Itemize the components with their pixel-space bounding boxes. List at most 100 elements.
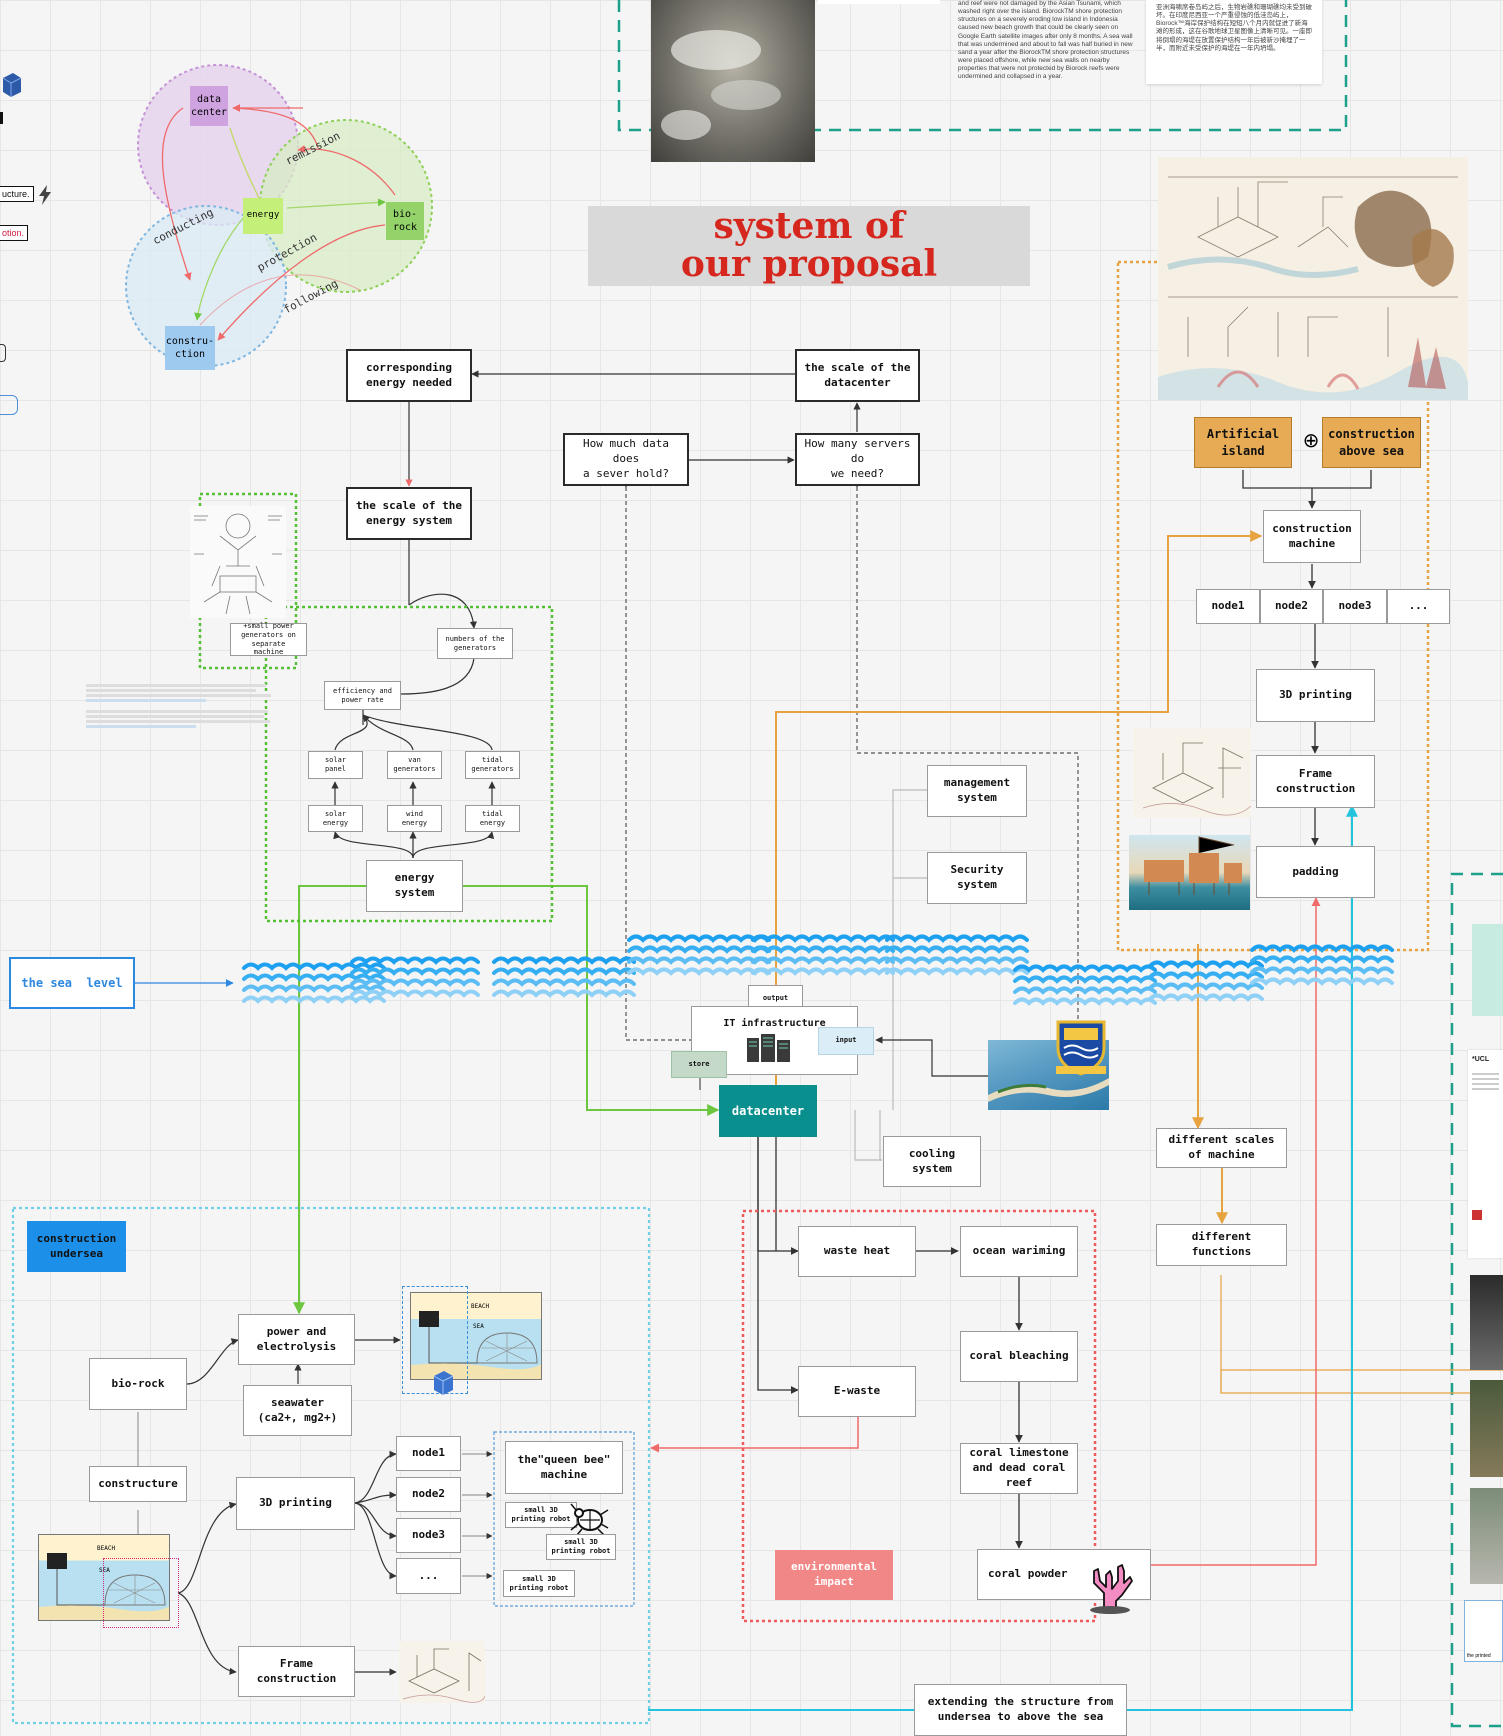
printed-label: the printed	[1467, 1653, 1491, 1659]
environmental-impact-label[interactable]: environmental impact	[775, 1550, 893, 1600]
wave-line	[350, 967, 480, 976]
power-electrolysis-box[interactable]: power and electrolysis	[238, 1314, 355, 1365]
wave-line	[1148, 971, 1264, 980]
artificial-island-box[interactable]: Artificial island	[1194, 417, 1292, 468]
wave-line	[751, 967, 895, 976]
undersea-frame-sketch	[399, 1641, 485, 1703]
island-3d-printing-box[interactable]: 3D printing	[1256, 669, 1375, 722]
tidal-generators-box[interactable]: tidal generators	[465, 751, 520, 779]
energy-notes-rule-8	[86, 725, 196, 728]
wave-line	[492, 978, 636, 987]
different-functions-box[interactable]: different functions	[1156, 1224, 1287, 1266]
corresponding-energy-box[interactable]: corresponding energy needed	[346, 349, 472, 402]
machine-sketch-1	[190, 506, 286, 618]
waste-heat-box[interactable]: waste heat	[798, 1226, 916, 1277]
robot-box-2[interactable]: small 3D printing robot	[546, 1534, 616, 1560]
island-node-3[interactable]: node3	[1323, 589, 1387, 624]
island-node-2[interactable]: node2	[1260, 589, 1323, 624]
undersea-node-2[interactable]: node2	[396, 1477, 461, 1512]
wave-line	[1250, 944, 1394, 953]
wave-line	[885, 934, 1029, 943]
constructure-box[interactable]: constructure	[89, 1466, 187, 1502]
sea-level-label[interactable]: the sea level	[9, 957, 135, 1009]
how-many-servers-box[interactable]: How many servers do we need?	[795, 433, 920, 486]
wave-line	[350, 956, 480, 965]
undersea-node-3[interactable]: node3	[396, 1518, 461, 1553]
queen-bee-box[interactable]: the"queen bee" machine	[505, 1441, 623, 1494]
undersea-bio-rock-box[interactable]: bio-rock	[89, 1358, 187, 1410]
robot-box-3[interactable]: small 3D printing robot	[503, 1570, 575, 1597]
wave-line	[1148, 960, 1264, 969]
cube-icon	[0, 70, 22, 98]
frame-sketch-image	[1133, 728, 1251, 818]
construction-machine-box[interactable]: construction machine	[1263, 510, 1361, 563]
wave-line	[242, 973, 386, 982]
solar-energy-box[interactable]: solar energy	[308, 805, 363, 832]
efficiency-box[interactable]: efficiency and power rate	[324, 681, 401, 710]
offshore-platform-photo	[1129, 835, 1250, 910]
wave-line	[627, 945, 771, 954]
wave-line	[751, 934, 895, 943]
server-rack-icon	[745, 1030, 793, 1066]
biorock-text-en: and reef were not damaged by the Asian T…	[958, 0, 1133, 81]
management-system-box[interactable]: management system	[927, 765, 1027, 817]
seawater-box[interactable]: seawater (ca2+, mg2+)	[243, 1385, 352, 1436]
coral-limestone-box[interactable]: coral limestone and dead coral reef	[960, 1443, 1078, 1494]
cooling-system-box[interactable]: cooling system	[883, 1136, 981, 1187]
wave-line	[242, 962, 386, 971]
sea-label-bottom: SEA	[99, 1567, 110, 1574]
security-system-box[interactable]: Security system	[927, 852, 1027, 904]
how-much-data-box[interactable]: How much data does a sever hold?	[563, 433, 689, 486]
small-generators-box[interactable]: +small power generators on separate mach…	[230, 622, 307, 656]
ocean-warming-box[interactable]: ocean wariming	[960, 1226, 1078, 1277]
venn-energy[interactable]: energy	[243, 198, 283, 234]
venn-construction[interactable]: constru- ction	[165, 326, 215, 370]
solar-panel-box[interactable]: solar panel	[308, 751, 363, 779]
right-edge-doc: *UCL	[1468, 1050, 1503, 1258]
input-box[interactable]: input	[818, 1027, 874, 1055]
wave-line	[1013, 997, 1157, 1006]
ucl-label: *UCL	[1472, 1056, 1490, 1063]
wave-line	[242, 995, 386, 1004]
island-node-more[interactable]: ...	[1387, 589, 1450, 624]
ucl-text-rule-2	[1472, 1078, 1499, 1080]
undersea-header[interactable]: construction undersea	[27, 1221, 126, 1272]
undersea-node-1[interactable]: node1	[396, 1436, 461, 1471]
ewaste-box[interactable]: E-waste	[798, 1366, 916, 1417]
datacenter-box[interactable]: datacenter	[719, 1085, 817, 1137]
island-node-1[interactable]: node1	[1196, 589, 1260, 624]
venn-data-center[interactable]: data center	[190, 86, 228, 126]
van-generators-box[interactable]: van generators	[387, 751, 442, 779]
tidal-energy-box[interactable]: tidal energy	[465, 805, 520, 832]
edge-icon-blue	[0, 395, 18, 415]
wave-line	[627, 967, 771, 976]
scale-datacenter-box[interactable]: the scale of the datacenter	[795, 349, 920, 402]
store-box[interactable]: store	[671, 1051, 727, 1078]
island-sketch-image	[1158, 157, 1468, 400]
wave-line	[751, 945, 895, 954]
padding-box[interactable]: padding	[1256, 846, 1375, 898]
above-sea-box[interactable]: construction above sea	[1322, 417, 1421, 468]
extending-box[interactable]: extending the structure from undersea to…	[914, 1684, 1127, 1736]
wave-line	[885, 945, 1029, 954]
wave-line	[350, 989, 480, 998]
island-frame-box[interactable]: Frame construction	[1256, 755, 1375, 808]
different-scales-box[interactable]: different scales of machine	[1156, 1128, 1287, 1168]
energy-notes-rule-7	[86, 720, 270, 723]
robot-box-1[interactable]: small 3D printing robot	[505, 1502, 577, 1528]
title-card: system of our proposal	[588, 206, 1030, 286]
wind-energy-box[interactable]: wind energy	[387, 805, 442, 832]
undersea-frame-box[interactable]: Frame construction	[238, 1646, 355, 1697]
wave-line	[627, 956, 771, 965]
undersea-node-more[interactable]: ...	[396, 1558, 461, 1594]
lightning-icon	[38, 185, 52, 205]
venn-bio-rock[interactable]: bio- rock	[386, 202, 424, 240]
wave-line	[885, 967, 1029, 976]
coral-bleaching-box[interactable]: coral bleaching	[960, 1331, 1078, 1382]
energy-scale-box[interactable]: the scale of the energy system	[346, 487, 472, 540]
undersea-3d-printing-box[interactable]: 3D printing	[236, 1477, 355, 1530]
energy-system-box[interactable]: energy system	[366, 860, 463, 912]
numbers-generators-box[interactable]: numbers of the generators	[437, 628, 513, 659]
wave-line	[1148, 982, 1264, 991]
